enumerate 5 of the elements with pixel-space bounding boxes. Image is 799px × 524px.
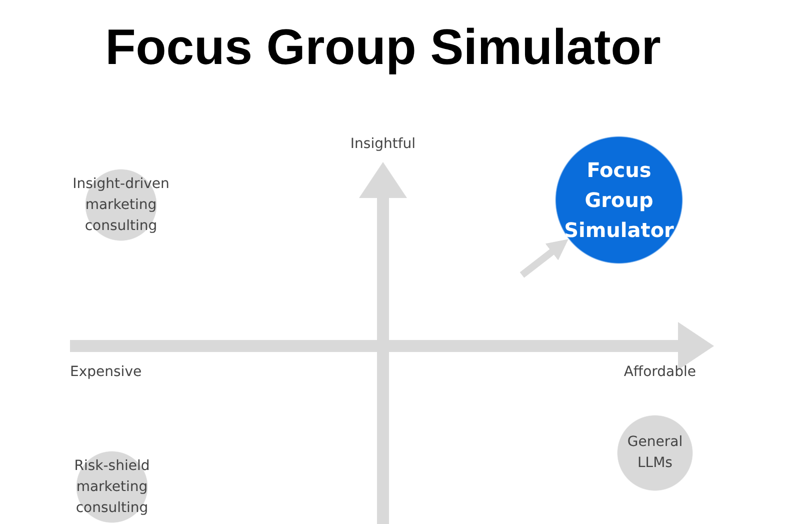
axis-label: Affordable bbox=[624, 364, 696, 380]
title: Focus Group Simulator bbox=[104, 18, 662, 76]
axis-label: Expensive bbox=[70, 364, 142, 380]
axis-label: Insightful bbox=[350, 136, 416, 152]
arrow bbox=[520, 239, 568, 278]
